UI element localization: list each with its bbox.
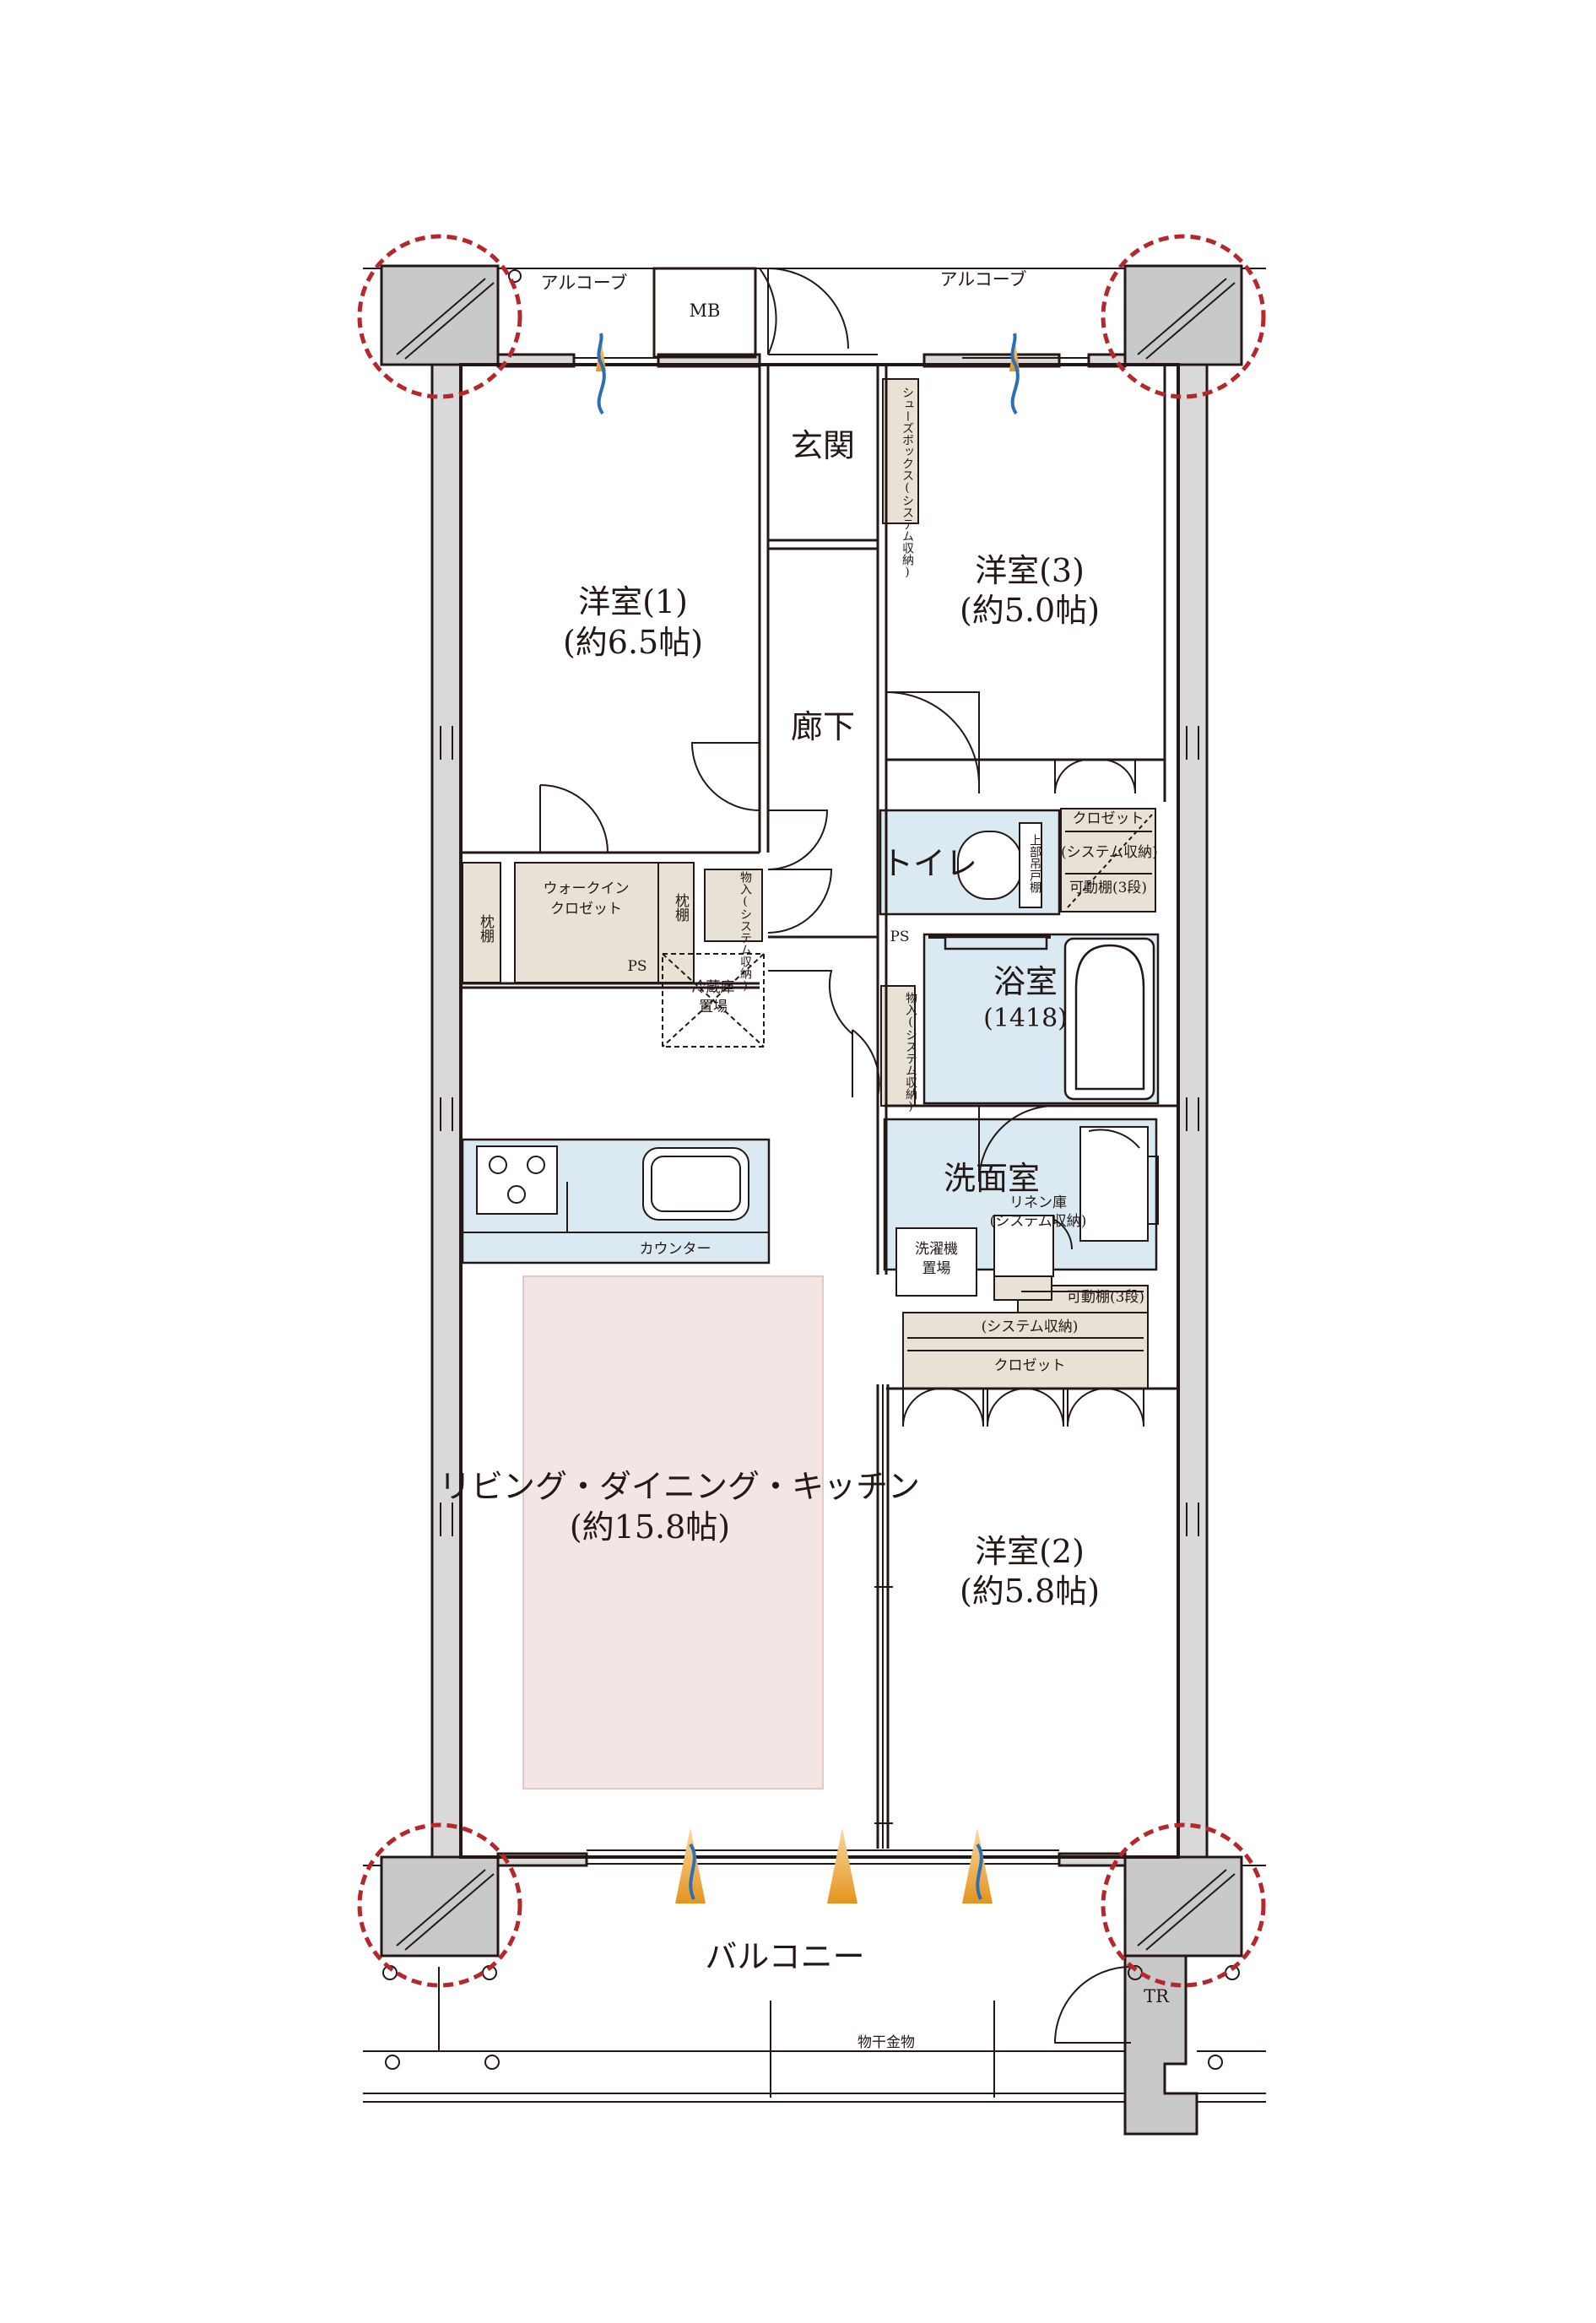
sliding-partition — [874, 1384, 893, 1849]
room-toilet: トイレ — [881, 845, 978, 882]
label-closet-top-title: クロゼット — [1072, 810, 1144, 827]
room-washroom: 洗面室 — [943, 1160, 1040, 1197]
label-storage-sys-mid: 物入(システム収納) — [904, 992, 917, 1113]
room-western2-name: 洋室(2) — [975, 1533, 1085, 1570]
toilet-fixture — [957, 822, 1042, 908]
label-closet2-title: クロゼット — [993, 1357, 1066, 1374]
label-fridge-line1: 冷蔵庫 — [691, 979, 735, 996]
marker-bottom-left — [357, 1822, 522, 1988]
bathtub — [928, 935, 1155, 1101]
label-drying-hardware: 物干金物 — [858, 2034, 915, 2051]
corner-markers — [357, 234, 1266, 1988]
label-ps-lower: PS — [627, 958, 647, 975]
label-fridge-line2: 置場 — [699, 999, 728, 1015]
label-mb: MB — [689, 301, 721, 321]
label-tr: TR — [1144, 1986, 1169, 2006]
ldk-highlight — [522, 1275, 824, 1790]
washroom-fixtures — [895, 1126, 1159, 1297]
fridge-space — [662, 953, 765, 1048]
room-bath-name: 浴室 — [993, 963, 1058, 1000]
room-entrance: 玄関 — [790, 427, 855, 464]
room-bath-size: (1418) — [983, 1004, 1068, 1033]
room-western2-size: (約5.8帖) — [959, 1573, 1101, 1610]
label-washer-line2: 置場 — [922, 1260, 951, 1277]
mb-box — [652, 267, 757, 359]
label-storage-sys-top: 物入(システム収納) — [738, 871, 752, 993]
closet-details — [907, 814, 1153, 1351]
label-walkin-line2: クロゼット — [550, 901, 622, 918]
label-walkin-line1: ウォークイン — [543, 880, 630, 897]
label-washer-line1: 洗濯機 — [915, 1241, 958, 1258]
room-western3-size: (約5.0帖) — [959, 592, 1101, 629]
marker-top-right — [1101, 234, 1266, 399]
label-pillow-shelf-left: 枕棚 — [477, 914, 494, 943]
room-ldk-size: (約15.8帖) — [569, 1508, 731, 1546]
room-western1-name: 洋室(1) — [578, 583, 688, 620]
label-alcove-right: アルコーブ — [939, 269, 1027, 290]
label-upper-shelf: 上部吊戸棚 — [1028, 834, 1041, 893]
label-linen-line2: (システム収納) — [989, 1213, 1087, 1230]
label-alcove-left: アルコーブ — [540, 273, 628, 293]
label-shoebox: シューズボックス(システム収納) — [901, 387, 914, 579]
label-linen-line1: リネン庫 — [1009, 1194, 1067, 1211]
kitchen-details — [463, 1145, 769, 1233]
room-ldk-name: リビング・ダイニング・キッチン — [439, 1468, 921, 1505]
room-hallway: 廊下 — [790, 708, 855, 745]
marker-top-left — [357, 234, 522, 399]
ventilation-icons — [596, 333, 1020, 1903]
storage-areas — [462, 378, 1182, 2033]
marker-bottom-right — [1101, 1822, 1266, 1988]
label-pillow-shelf-right: 枕棚 — [672, 893, 689, 922]
label-closet2-shelf: 可動棚(3段) — [1066, 1289, 1145, 1306]
doors — [539, 691, 1144, 2044]
room-balcony: バルコニー — [705, 1938, 865, 1975]
column-top-left — [380, 264, 500, 366]
label-ps-upper: PS — [890, 929, 910, 945]
label-counter: カウンター — [639, 1241, 711, 1258]
column-bottom-left — [380, 1855, 500, 1957]
label-closet2-sys: (システム収納) — [981, 1319, 1079, 1335]
room-western1-size: (約6.5帖) — [562, 624, 704, 661]
label-closet-top-sys: (システム収納) — [1061, 844, 1158, 861]
label-closet-top-shelf: 可動棚(3段) — [1069, 880, 1148, 896]
room-western3-name: 洋室(3) — [975, 552, 1085, 589]
walls — [430, 353, 1209, 1867]
